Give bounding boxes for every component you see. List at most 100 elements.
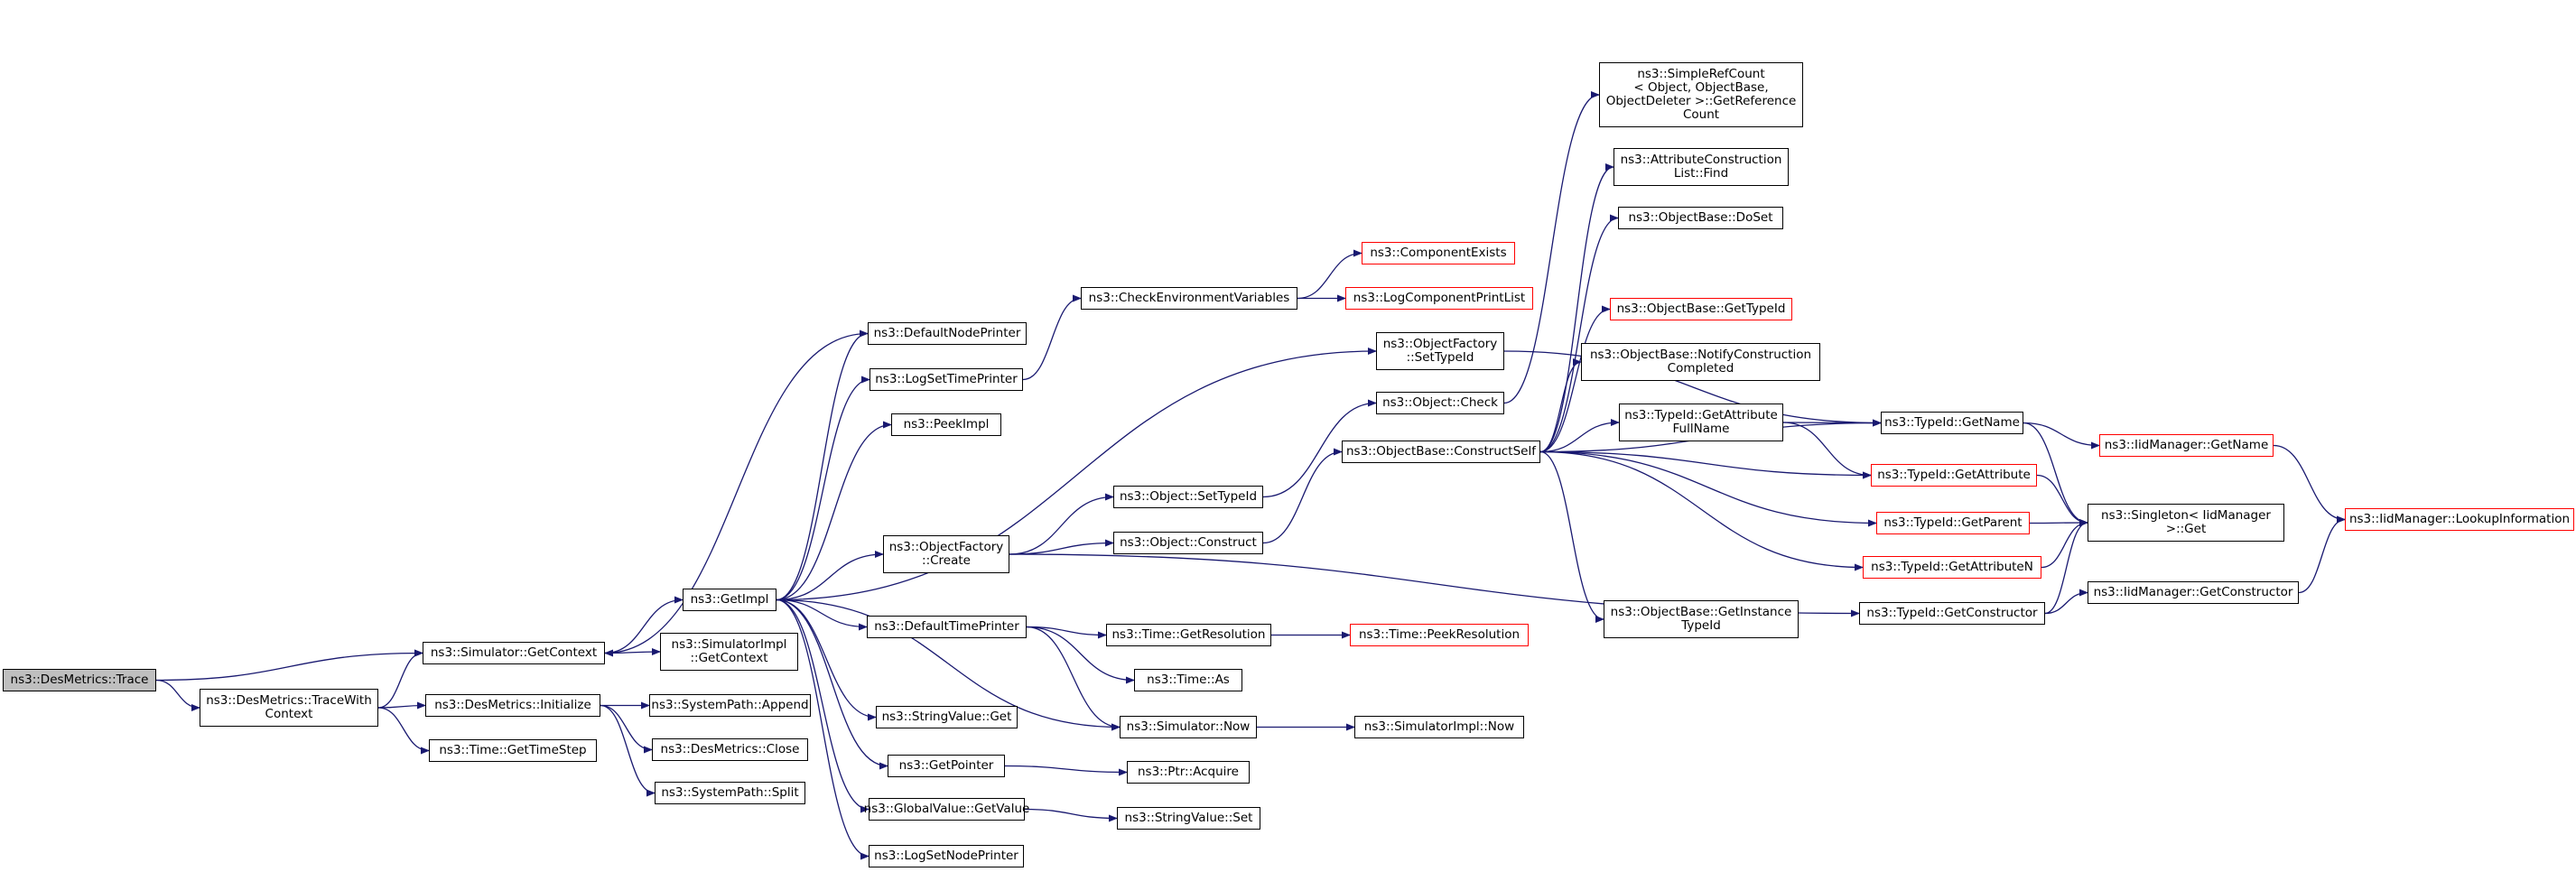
node-time-as[interactable]: ns3::Time::As [1134, 669, 1242, 691]
edge-get-attribute-full-name-to-type-id-get-attribute [1782, 422, 1872, 479]
node-singleton-get[interactable]: ns3::Singleton< IidManager >::Get [2088, 504, 2284, 542]
node-close[interactable]: ns3::DesMetrics::Close [652, 738, 808, 761]
node-default-node-printer[interactable]: ns3::DefaultNodePrinter [868, 322, 1027, 345]
edge-construct-self-to-attr-construction-find [1539, 163, 1614, 453]
edge-trace-with-context-to-get-time-step [377, 707, 430, 755]
edge-get-pointer-to-ptr-acquire [1004, 765, 1128, 776]
edge-trace-to-get-context [155, 649, 423, 682]
edge-object-set-type-id-to-object-check [1262, 399, 1377, 498]
node-get-pointer[interactable]: ns3::GetPointer [888, 755, 1005, 777]
edge-check-env-vars-to-component-exists [1297, 249, 1362, 300]
node-object-base-get-type-id[interactable]: ns3::ObjectBase::GetTypeId [1610, 298, 1792, 320]
node-get-attribute-full-name[interactable]: ns3::TypeId::GetAttribute FullName [1619, 404, 1783, 441]
node-type-id-get-parent[interactable]: ns3::TypeId::GetParent [1876, 512, 2030, 534]
node-type-id-get-attribute-n[interactable]: ns3::TypeId::GetAttributeN [1863, 556, 2041, 579]
edge-construct-self-to-object-base-get-type-id [1539, 305, 1611, 453]
node-notify-construction-completed[interactable]: ns3::ObjectBase::NotifyConstruction Comp… [1581, 343, 1820, 381]
node-trace[interactable]: ns3::DesMetrics::Trace [3, 669, 156, 691]
edge-construct-self-to-type-id-get-attribute-n [1539, 450, 1864, 571]
edge-default-time-printer-to-time-as [1026, 626, 1135, 684]
edge-type-id-get-attribute-to-singleton-get [2036, 474, 2088, 526]
node-get-context[interactable]: ns3::Simulator::GetContext [423, 642, 605, 664]
edge-default-node-printer-to-get-context [604, 332, 869, 657]
node-split[interactable]: ns3::SystemPath::Split [655, 782, 805, 804]
node-ptr-acquire[interactable]: ns3::Ptr::Acquire [1127, 761, 1250, 784]
edge-get-impl-to-simulator-now [776, 598, 1121, 731]
node-string-value-set[interactable]: ns3::StringValue::Set [1117, 807, 1260, 830]
edge-get-impl-to-peek-impl [776, 421, 892, 601]
edge-construct-self-to-type-id-get-attribute [1539, 450, 1872, 479]
edge-get-impl-to-log-set-node-printer [776, 598, 870, 860]
node-type-id-get-constructor[interactable]: ns3::TypeId::GetConstructor [1859, 602, 2045, 625]
edge-construct-self-to-type-id-get-parent [1539, 450, 1877, 527]
node-check-env-vars[interactable]: ns3::CheckEnvironmentVariables [1081, 287, 1297, 310]
edge-default-time-printer-to-simulator-now [1026, 626, 1121, 731]
node-object-factory-create[interactable]: ns3::ObjectFactory ::Create [883, 535, 1009, 573]
edge-construct-self-to-notify-construction-completed [1539, 358, 1582, 453]
node-log-set-time-printer[interactable]: ns3::LogSetTimePrinter [870, 368, 1023, 391]
edge-get-impl-to-object-factory-create [776, 551, 884, 601]
node-object-factory-set-type-id[interactable]: ns3::ObjectFactory ::SetTypeId [1376, 332, 1504, 370]
node-get-time-step[interactable]: ns3::Time::GetTimeStep [429, 739, 597, 762]
node-object-check[interactable]: ns3::Object::Check [1376, 392, 1504, 414]
node-iid-lookup-information[interactable]: ns3::IidManager::LookupInformation [2345, 508, 2574, 531]
node-attr-construction-find[interactable]: ns3::AttributeConstruction List::Find [1613, 148, 1789, 186]
edge-global-value-get-value-to-string-value-set [1024, 808, 1118, 822]
edge-object-check-to-simple-ref-count [1503, 91, 1600, 404]
node-object-base-do-set[interactable]: ns3::ObjectBase::DoSet [1618, 207, 1783, 229]
edge-object-factory-create-to-object-set-type-id [1009, 493, 1114, 555]
edge-get-impl-to-global-value-get-value [776, 598, 870, 813]
node-simple-ref-count[interactable]: ns3::SimpleRefCount < Object, ObjectBase… [1599, 62, 1803, 127]
node-string-value-get[interactable]: ns3::StringValue::Get [876, 706, 1018, 728]
node-append[interactable]: ns3::SystemPath::Append [649, 694, 811, 717]
edge-construct-self-to-get-attribute-full-name [1539, 419, 1620, 453]
node-log-set-node-printer[interactable]: ns3::LogSetNodePrinter [869, 845, 1024, 867]
node-peek-impl[interactable]: ns3::PeekImpl [891, 413, 1001, 436]
edge-iid-get-constructor-to-iid-lookup-information [2298, 515, 2346, 594]
node-iid-get-name[interactable]: ns3::IidManager::GetName [2099, 434, 2274, 457]
node-global-value-get-value[interactable]: ns3::GlobalValue::GetValue [864, 798, 1029, 821]
edge-trace-to-trace-with-context [155, 679, 200, 711]
edge-type-id-get-name-to-singleton-get [2023, 422, 2088, 526]
node-default-time-printer[interactable]: ns3::DefaultTimePrinter [867, 616, 1027, 638]
edge-trace-with-context-to-get-context [377, 649, 423, 709]
edge-get-impl-to-log-set-time-printer [776, 376, 870, 601]
node-type-id-get-attribute[interactable]: ns3::TypeId::GetAttribute [1871, 464, 2037, 487]
edge-iid-get-name-to-iid-lookup-information [2273, 444, 2346, 524]
edge-get-attribute-full-name-to-type-id-get-name [1782, 419, 1882, 427]
node-initialize[interactable]: ns3::DesMetrics::Initialize [425, 694, 600, 717]
node-trace-with-context[interactable]: ns3::DesMetrics::TraceWith Context [200, 689, 378, 727]
edge-get-impl-to-get-pointer [776, 598, 888, 770]
node-time-get-resolution[interactable]: ns3::Time::GetResolution [1106, 624, 1271, 646]
edge-object-construct-to-construct-self [1262, 448, 1343, 544]
node-peek-resolution[interactable]: ns3::Time::PeekResolution [1350, 624, 1529, 646]
node-iid-get-constructor[interactable]: ns3::IidManager::GetConstructor [2088, 581, 2299, 604]
node-simimpl-get-context[interactable]: ns3::SimulatorImpl ::GetContext [660, 633, 798, 671]
edge-type-id-get-parent-to-singleton-get [2029, 519, 2088, 527]
edge-get-context-to-get-impl [604, 596, 684, 654]
edge-construct-self-to-get-instance-type-id [1539, 450, 1604, 623]
edge-construct-self-to-object-base-do-set [1539, 214, 1619, 453]
edge-type-id-get-constructor-to-singleton-get [2044, 519, 2088, 615]
node-get-instance-type-id[interactable]: ns3::ObjectBase::GetInstance TypeId [1604, 600, 1799, 638]
node-type-id-get-name[interactable]: ns3::TypeId::GetName [1881, 412, 2023, 434]
edge-object-factory-set-type-id-to-type-id-get-name [1503, 350, 1882, 427]
edge-type-id-get-attribute-n-to-singleton-get [2041, 519, 2088, 569]
edge-type-id-get-name-to-iid-get-name [2023, 422, 2100, 450]
node-object-construct[interactable]: ns3::Object::Construct [1113, 532, 1263, 554]
edge-type-id-get-constructor-to-iid-get-constructor [2044, 589, 2088, 615]
node-log-component-print-list[interactable]: ns3::LogComponentPrintList [1345, 287, 1533, 310]
edge-log-set-time-printer-to-check-env-vars [1022, 294, 1082, 381]
edge-initialize-to-close [600, 704, 653, 754]
node-simimpl-now[interactable]: ns3::SimulatorImpl::Now [1354, 716, 1524, 738]
edge-get-impl-to-default-time-printer [776, 598, 868, 631]
node-construct-self[interactable]: ns3::ObjectBase::ConstructSelf [1342, 441, 1540, 463]
edge-get-impl-to-default-node-printer [776, 329, 869, 601]
node-get-impl[interactable]: ns3::GetImpl [683, 589, 777, 611]
edge-initialize-to-split [600, 704, 656, 797]
node-simulator-now[interactable]: ns3::Simulator::Now [1120, 716, 1257, 738]
node-component-exists[interactable]: ns3::ComponentExists [1362, 242, 1515, 264]
node-object-set-type-id[interactable]: ns3::Object::SetTypeId [1113, 486, 1263, 508]
